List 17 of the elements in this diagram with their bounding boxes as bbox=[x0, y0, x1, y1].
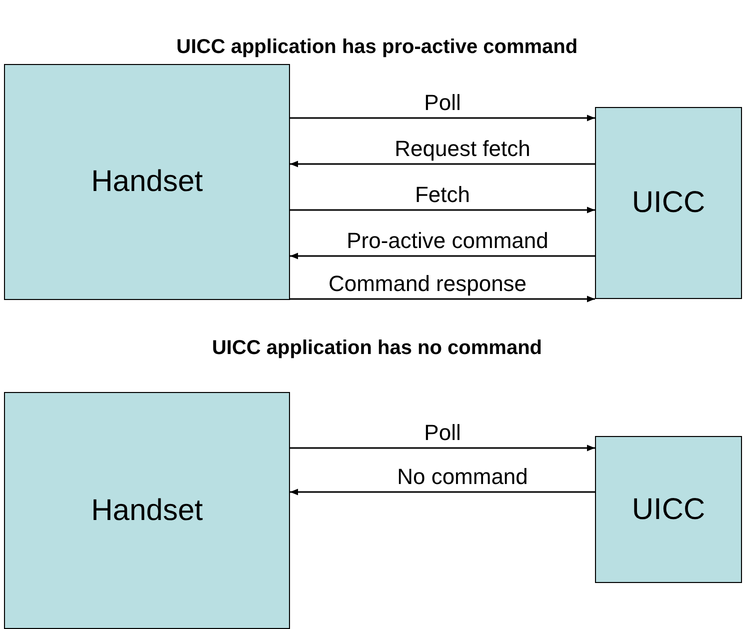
arrow bbox=[290, 488, 595, 496]
device-box bbox=[595, 107, 742, 299]
arrow bbox=[290, 444, 595, 452]
device-label: Handset bbox=[91, 494, 203, 528]
device-label: Handset bbox=[91, 165, 203, 199]
arrow bbox=[290, 160, 595, 168]
device-box bbox=[4, 392, 290, 629]
device-box bbox=[595, 436, 742, 583]
device-label: UICC bbox=[632, 186, 706, 220]
arrow bbox=[290, 252, 595, 260]
arrow bbox=[290, 114, 595, 122]
device-box bbox=[4, 64, 290, 300]
arrow bbox=[290, 296, 595, 302]
device-label: UICC bbox=[632, 492, 706, 526]
arrow bbox=[290, 206, 595, 214]
heading: UICC application has no command bbox=[212, 337, 542, 360]
heading: UICC application has pro-active command bbox=[176, 36, 578, 59]
